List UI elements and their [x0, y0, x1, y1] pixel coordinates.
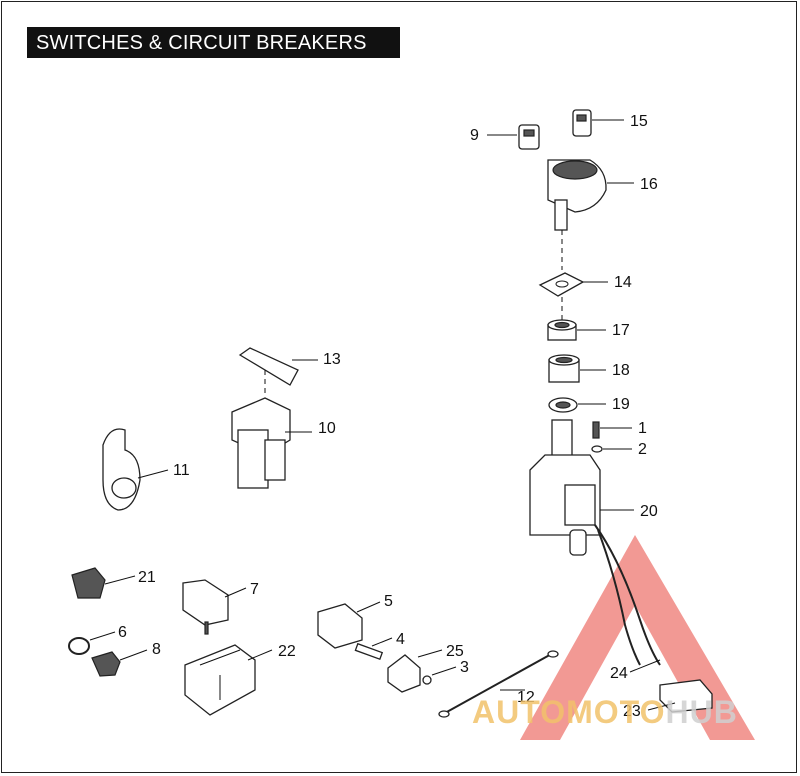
part-22-bracket	[184, 644, 256, 716]
callout-7: 7	[250, 581, 259, 598]
part-5-boot-cover	[317, 603, 363, 649]
callout-25: 25	[446, 643, 464, 660]
callout-19: 19	[612, 396, 630, 413]
callout-14: 14	[614, 274, 632, 291]
part-13-cover	[238, 347, 299, 395]
part-15-key	[572, 109, 592, 137]
part-11-boot	[102, 428, 141, 511]
callout-20: 20	[640, 503, 658, 520]
callout-24: 24	[610, 665, 628, 682]
part-6-o-ring	[68, 637, 90, 655]
part-18-sleeve	[548, 354, 580, 383]
part-25-breaker	[387, 654, 421, 693]
watermark-text-hub: HUB	[665, 694, 738, 730]
callout-1: 1	[638, 420, 647, 437]
callout-9: 9	[470, 127, 479, 144]
callout-13: 13	[323, 351, 341, 368]
part-10-circuit-breaker	[231, 397, 291, 489]
part-3-nut	[422, 675, 432, 685]
page-title: SWITCHES & CIRCUIT BREAKERS	[36, 32, 367, 54]
callout-3: 3	[460, 659, 469, 676]
watermark-logo: AUTOMOTOHUB	[472, 694, 738, 731]
part-21-switch	[71, 567, 106, 599]
callout-10: 10	[318, 420, 336, 437]
part-8-switch	[91, 651, 121, 677]
callout-21: 21	[138, 569, 156, 586]
part-9-key	[518, 124, 540, 150]
title-bar	[27, 27, 400, 58]
part-14-plate	[538, 272, 585, 297]
callout-17: 17	[612, 322, 630, 339]
callout-4: 4	[396, 631, 405, 648]
callout-16: 16	[640, 176, 658, 193]
part-16-ignition-cap	[547, 159, 607, 270]
callout-15: 15	[630, 113, 648, 130]
part-12-cable	[438, 650, 559, 718]
part-2-washer	[591, 445, 603, 453]
callout-23: 23	[623, 703, 641, 720]
callout-2: 2	[638, 441, 647, 458]
callout-12: 12	[517, 689, 535, 706]
part-4-stud	[354, 642, 384, 661]
callout-6: 6	[118, 624, 127, 641]
watermark-text: AUTOMOTO	[472, 694, 666, 730]
part-20-ignition-switch	[529, 419, 661, 666]
part-19-washer	[548, 397, 578, 413]
part-17-nut	[547, 319, 577, 341]
callout-22: 22	[278, 643, 296, 660]
callout-5: 5	[384, 593, 393, 610]
callout-18: 18	[612, 362, 630, 379]
part-7-relay	[182, 579, 229, 635]
callout-11: 11	[173, 462, 190, 479]
callout-8: 8	[152, 641, 161, 658]
part-1-screw	[592, 421, 600, 439]
